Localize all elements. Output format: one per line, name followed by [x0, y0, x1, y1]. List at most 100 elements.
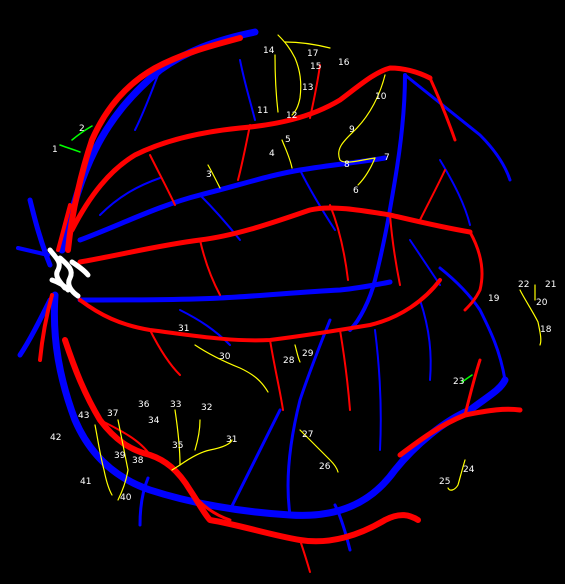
green-seg-1-2 [59, 125, 93, 153]
segment-label: 9 [349, 125, 355, 135]
yellow-seg-top-2 [284, 41, 331, 49]
annotated-segments [94, 34, 542, 501]
segment-label: 36 [138, 400, 150, 410]
segment-label: 31 [178, 324, 189, 334]
artery-twig-7 [339, 329, 351, 411]
optic-disc [47, 247, 91, 299]
vein-twig-10 [409, 239, 441, 286]
yellow-seg-4-5 [281, 139, 293, 169]
yellow-seg-35 [174, 409, 233, 466]
segment-label: 35 [172, 441, 183, 451]
segment-label: 18 [540, 325, 552, 335]
vein-twig-9 [439, 159, 471, 226]
yellow-seg-26-27 [299, 429, 339, 473]
segment-label: 22 [518, 280, 529, 290]
segment-label: 26 [319, 462, 331, 472]
segment-label: 33 [170, 400, 181, 410]
segment-label: 8 [344, 160, 350, 170]
segment-label: 39 [114, 451, 126, 461]
yellow-seg-11 [274, 54, 279, 113]
artery-network [38, 35, 523, 573]
vein-inferior-branch-3 [138, 476, 150, 527]
artery-central [77, 205, 473, 265]
yellow-seg-3 [207, 164, 221, 189]
segment-label: 5 [285, 135, 291, 145]
segment-label: 24 [463, 465, 475, 475]
artery-twig-8 [99, 419, 151, 456]
segment-label: 31 [226, 435, 237, 445]
segment-label: 40 [120, 493, 132, 503]
segment-label: 17 [307, 49, 318, 59]
artery-superior-arcade [65, 35, 243, 253]
vein-twig-1 [199, 194, 241, 241]
artery-twig-6 [269, 339, 284, 411]
segment-label: 6 [353, 186, 359, 196]
segment-label: 25 [439, 477, 450, 487]
yellow-seg-top [277, 34, 302, 116]
segment-label: 11 [257, 106, 268, 116]
vein-left-1 [27, 197, 53, 268]
segment-label: 2 [79, 124, 85, 134]
yellow-seg-38-39 [117, 419, 129, 501]
vein-twig-7 [179, 309, 231, 346]
vein-inferior-branch-2 [228, 408, 282, 512]
yellow-seg-9-10 [338, 74, 386, 163]
vein-twig-4 [239, 59, 256, 121]
vein-twig-5 [419, 299, 432, 381]
artery-right-branch-2 [428, 76, 457, 142]
optic-disc-vessels-3 [49, 277, 71, 293]
segment-label: 28 [283, 356, 295, 366]
artery-twig-2 [237, 124, 251, 181]
artery-right-branch-3 [463, 358, 482, 417]
segment-label: 13 [302, 83, 313, 93]
yellow-seg-18-22 [519, 289, 542, 346]
segment-label: 12 [286, 111, 297, 121]
artery-twig-10 [419, 169, 446, 221]
vein-right-vertical [348, 73, 407, 332]
yellow-seg-32 [194, 419, 201, 451]
yellow-seg-24-25 [447, 459, 466, 491]
segment-label: 29 [302, 349, 314, 359]
vein-right-lower-branch [438, 266, 507, 382]
segment-label: 3 [206, 170, 212, 180]
vein-top-right [403, 73, 512, 182]
segment-label: 23 [453, 377, 464, 387]
yellow-seg-28-29 [294, 344, 301, 363]
segment-label: 19 [488, 294, 500, 304]
segment-label: 34 [148, 416, 160, 426]
yellow-seg-left-cluster [94, 424, 113, 496]
artery-disc-up [56, 203, 72, 252]
vein-lower-right-vertical [333, 503, 352, 552]
yellow-seg-33 [171, 464, 181, 471]
segment-label: 4 [269, 149, 275, 159]
artery-lower-mid [78, 278, 442, 343]
optic-disc-vessels-2 [57, 255, 81, 299]
segment-label: 10 [375, 92, 387, 102]
segment-label: 21 [545, 280, 556, 290]
segment-label: 38 [132, 456, 144, 466]
segment-label: 43 [78, 411, 89, 421]
segment-label: 15 [310, 62, 321, 72]
artery-twig-4 [389, 214, 401, 286]
highlight-segments [59, 125, 473, 383]
segment-label: 7 [384, 153, 390, 163]
vein-inferior-arcade [50, 291, 509, 519]
green-seg-23 [461, 374, 473, 383]
vein-mid-upper [77, 155, 388, 243]
segment-label: 20 [536, 298, 548, 308]
artery-right-branch-1 [463, 230, 484, 312]
yellow-seg-6-7 [357, 157, 376, 186]
artery-twig-11 [199, 239, 221, 296]
artery-twig-12 [309, 64, 321, 119]
segment-label: 41 [80, 477, 91, 487]
segment-label: 42 [50, 433, 61, 443]
vein-twig-6 [374, 329, 382, 451]
optic-disc-vessels-4 [69, 259, 91, 278]
artery-disc-left [38, 293, 54, 362]
artery-bottom-twig [188, 488, 232, 522]
segment-label: 30 [219, 352, 231, 362]
segment-label: 1 [52, 145, 58, 155]
